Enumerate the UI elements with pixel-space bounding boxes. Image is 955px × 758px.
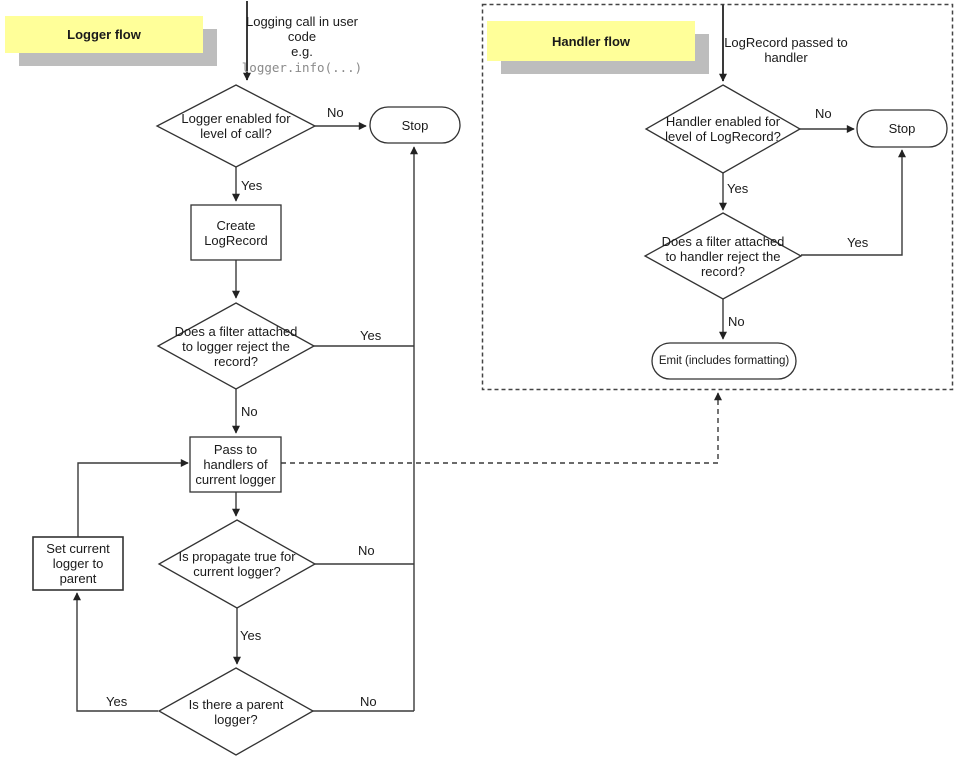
handler-flow-note: Handler flow (487, 21, 695, 61)
logger-start-code: logger.info(...) (241, 60, 363, 75)
logger-flow-note: Logger flow (5, 16, 203, 53)
logger-flow-title: Logger flow (67, 27, 141, 42)
handler-level-check-label: Handler enabled for level of LogRecord? (665, 114, 781, 144)
handler-filter-yes-label: Yes (847, 235, 869, 250)
logger-parent-yes-edge (73, 592, 158, 712)
logger-level-yes-label: Yes (241, 178, 263, 193)
propagate-yes-label: Yes (240, 628, 262, 643)
handler-level-check-diamond (644, 84, 802, 174)
cross-flow-dashed-connector (281, 392, 722, 464)
logger-filter-yes-label: Yes (360, 328, 382, 343)
handler-filter-check-diamond (643, 212, 803, 300)
logger-filter-check-label: Does a filter attached to logger reject … (174, 323, 298, 369)
logger-level-no-label: No (327, 105, 344, 120)
handler-level-yes-label: Yes (727, 181, 749, 196)
logger-level-check-diamond (155, 84, 317, 168)
create-logrecord-box (190, 204, 282, 261)
logger-stop-terminator (369, 106, 461, 144)
parent-no-label: No (360, 694, 377, 709)
handler-filter-no-label: No (728, 314, 745, 329)
create-logrecord-label: Create LogRecord (204, 217, 268, 248)
logger-stop-label: Stop (401, 117, 429, 133)
propagate-no-label: No (358, 543, 375, 558)
logger-filter-no-label: No (241, 404, 258, 419)
set-current-logger-label: Set current logger to parent (46, 541, 110, 586)
set-current-logger-box (32, 536, 124, 591)
pass-to-handlers-box (189, 436, 282, 493)
handler-stop-label: Stop (888, 121, 916, 136)
logger-filter-check-diamond (156, 302, 316, 390)
parent-logger-check-diamond (157, 667, 315, 756)
emit-terminator (651, 342, 797, 380)
handler-flow-container (481, 3, 954, 391)
handler-level-no-label: No (815, 106, 832, 121)
handler-filter-check-label: Does a filter attached to handler reject… (661, 233, 785, 279)
emit-label: Emit (includes formatting) (658, 354, 790, 367)
handler-filter-yes-edge (801, 149, 906, 256)
parent-yes-label: Yes (106, 694, 128, 709)
propagate-check-diamond (157, 519, 317, 609)
propagate-check-label: Is propagate true for current logger? (178, 549, 296, 579)
logger-start-annotation: Logging call in user code e.g. logger.in… (237, 14, 367, 75)
pass-to-handlers-label: Pass to handlers of current logger (195, 442, 276, 487)
handler-start-annotation: LogRecord passed to handler (724, 35, 848, 65)
handler-stop-terminator (856, 109, 948, 148)
logger-start-text: Logging call in user code e.g. (245, 14, 359, 59)
parent-logger-check-label: Is there a parent logger? (188, 696, 284, 727)
handler-flow-title: Handler flow (551, 33, 630, 49)
logger-set-to-pass-edge (77, 459, 189, 537)
logger-level-check-label: Logger enabled for level of call? (181, 111, 291, 141)
